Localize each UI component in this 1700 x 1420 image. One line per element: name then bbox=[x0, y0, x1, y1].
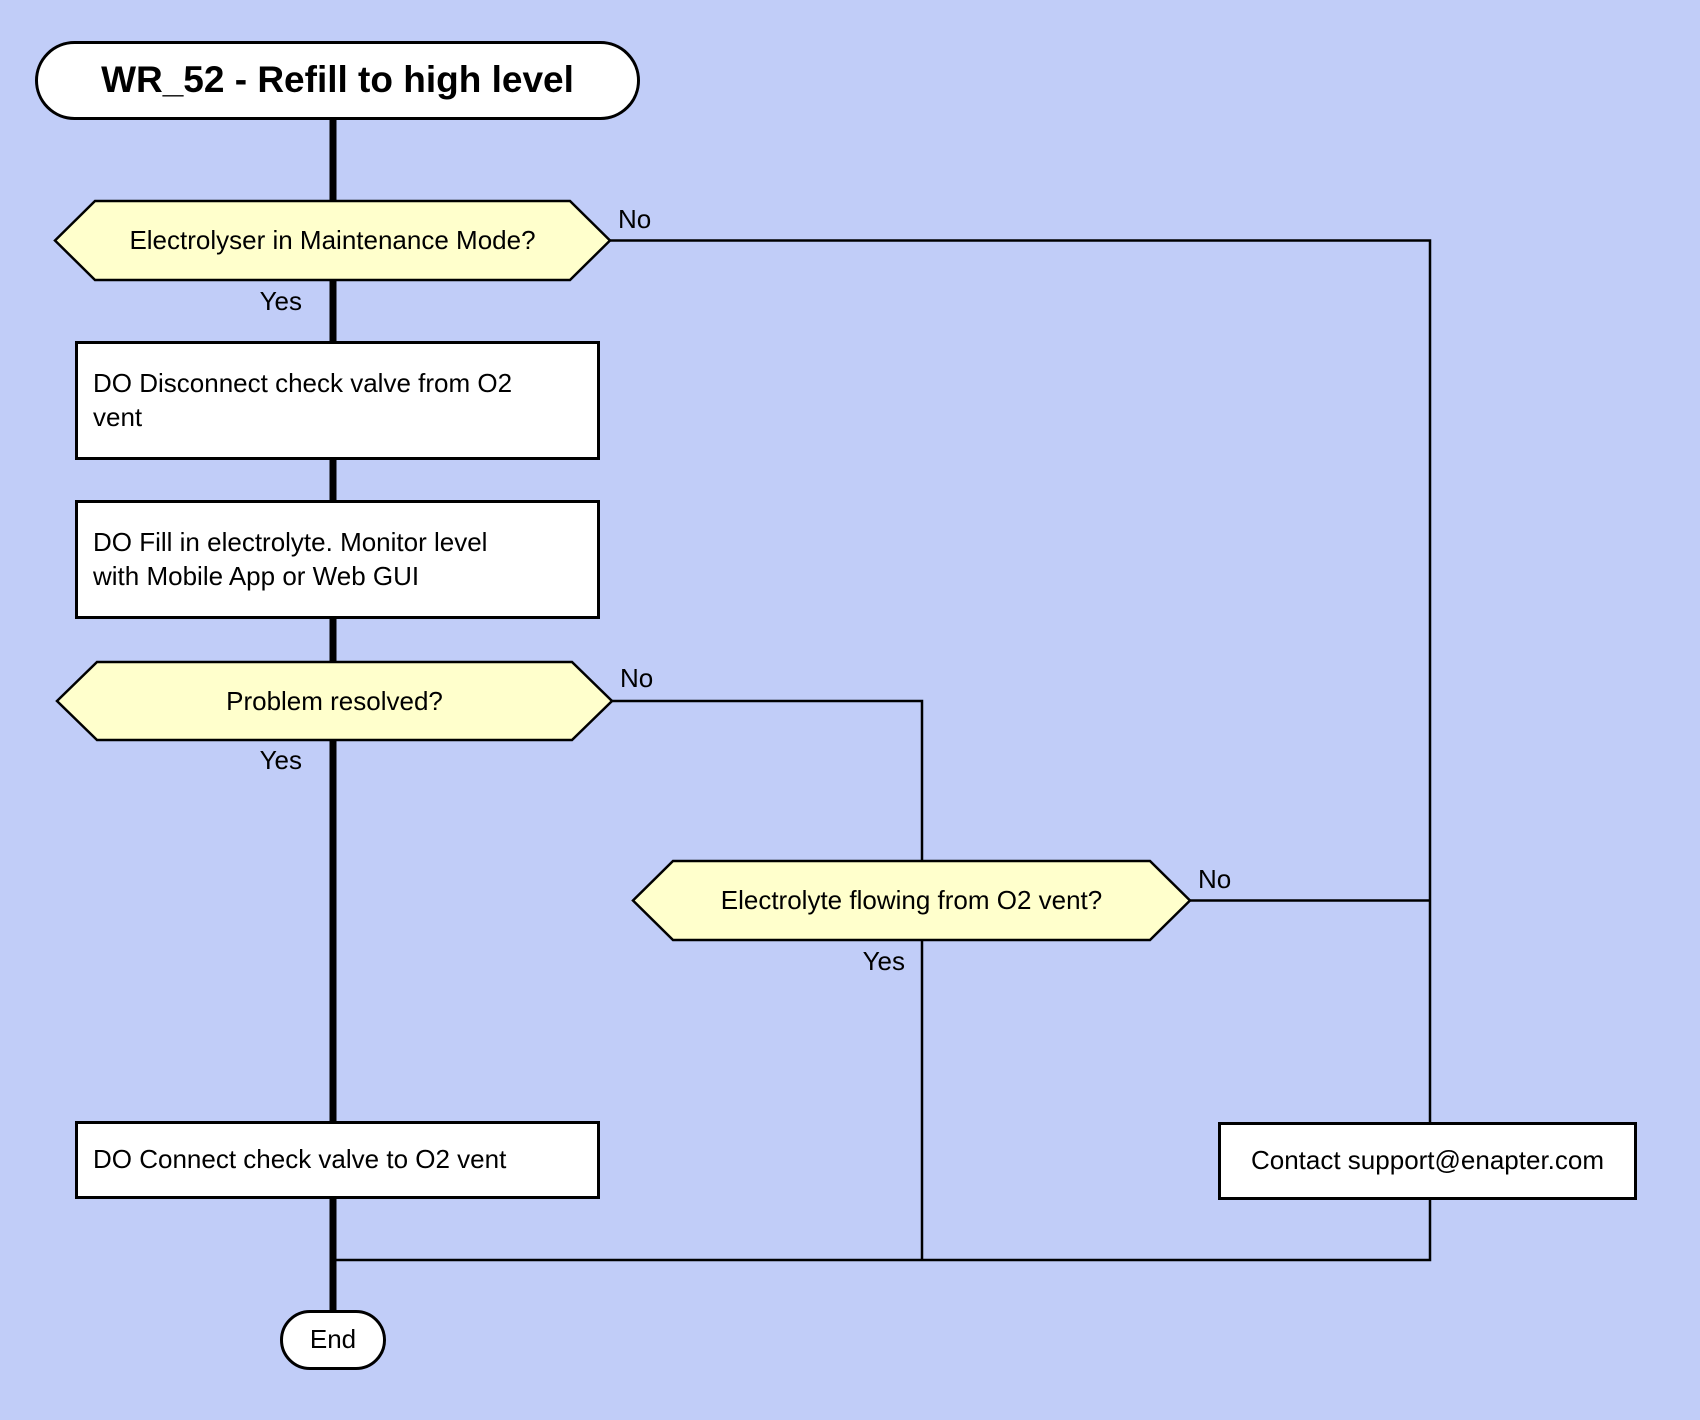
process-node-disconnect-valve: DO Disconnect check valve from O2 vent bbox=[75, 341, 600, 460]
end-node: End bbox=[280, 1310, 386, 1370]
no-branch-line-problem-resolved bbox=[612, 699, 924, 1260]
yes-label-maintenance: Yes bbox=[259, 286, 302, 316]
no-label-electrolyte-flowing: No bbox=[1198, 864, 1232, 894]
no-label-maintenance: No bbox=[618, 204, 652, 234]
no-branch-line-maintenance bbox=[333, 239, 1432, 1262]
process-node-connect-valve: DO Connect check valve to O2 vent bbox=[75, 1121, 600, 1199]
yes-label-problem-resolved: Yes bbox=[259, 745, 302, 775]
no-label-problem-resolved: No bbox=[620, 663, 654, 693]
start-node: WR_52 - Refill to high level bbox=[35, 41, 640, 120]
decision-hexagon-problem-resolved bbox=[55, 660, 614, 742]
decision-hexagon-maintenance bbox=[53, 199, 612, 282]
decision-hexagon-electrolyte-flowing bbox=[631, 859, 1192, 942]
process-node-fill-electrolyte: DO Fill in electrolyte. Monitor level wi… bbox=[75, 500, 600, 619]
yes-label-electrolyte-flowing: Yes bbox=[862, 946, 905, 976]
process-node-contact-support: Contact support@enapter.com bbox=[1218, 1122, 1637, 1200]
